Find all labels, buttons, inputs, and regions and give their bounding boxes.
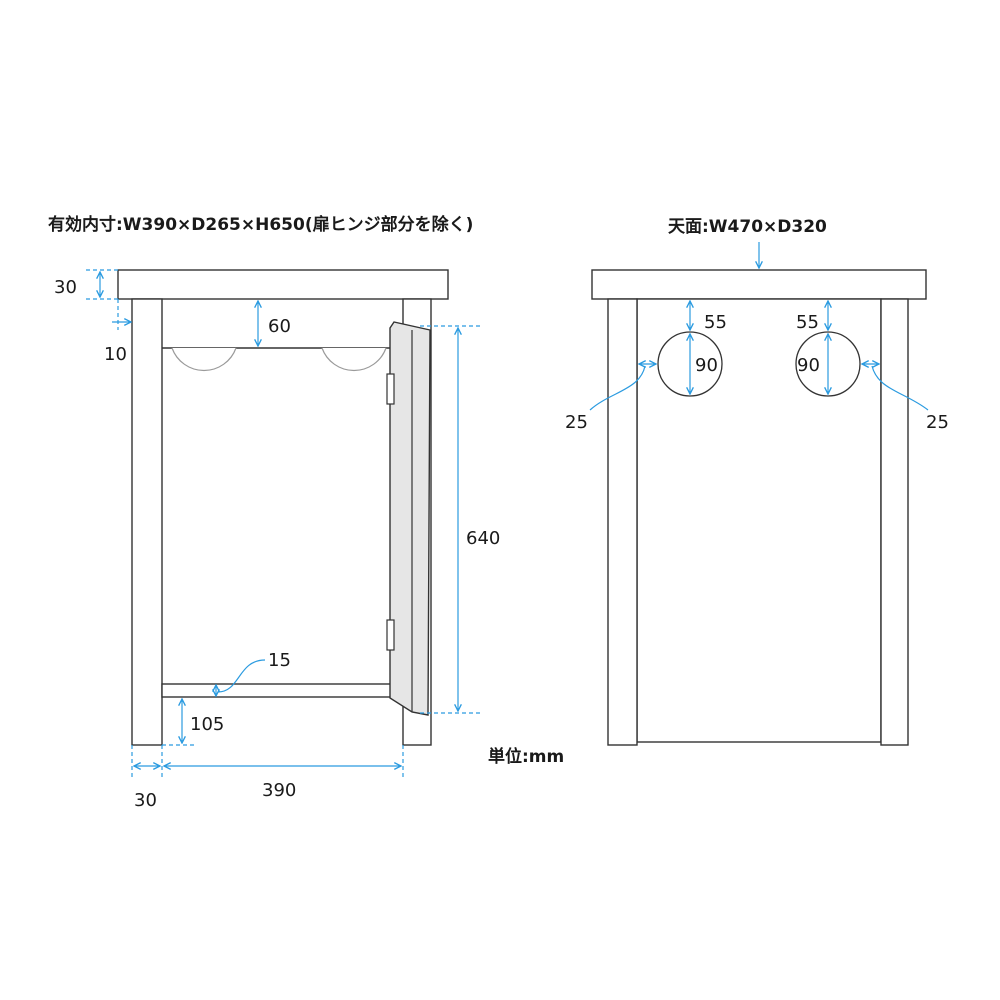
unit-note: 単位:mm [488, 746, 564, 767]
dim-floor-clearance-label: 105 [190, 714, 224, 735]
front-view-heading: 有効内寸:W390×D265×H650(扉ヒンジ部分を除く) [48, 214, 473, 235]
dim-top-gap-label: 60 [268, 316, 291, 337]
dim-hole-diam-left-label: 90 [695, 355, 718, 376]
upper-hinge [386, 373, 395, 405]
side-left-leg [607, 298, 638, 746]
dim-bottom-panel-label: 15 [268, 650, 291, 671]
dim-leg-width-label: 30 [134, 790, 157, 811]
front-bottom-panel [161, 683, 404, 698]
dim-hole-top-right-label: 55 [796, 312, 819, 333]
front-top-board [117, 269, 449, 300]
side-top-board [591, 269, 927, 300]
dim-hole-edge-left-label: 25 [565, 412, 588, 433]
dim-top-thickness-label: 30 [54, 277, 77, 298]
front-hole-right [321, 347, 387, 372]
dim-overhang-label: 10 [104, 344, 127, 365]
dim-hole-top-left-label: 55 [704, 312, 727, 333]
side-view-heading: 天面:W470×D320 [668, 217, 827, 237]
dim-hole-edge-right-label: 25 [926, 412, 949, 433]
dim-door-height-label: 640 [466, 528, 500, 549]
front-door [389, 321, 431, 716]
dim-hole-diam-right-label: 90 [797, 355, 820, 376]
side-right-leg [880, 298, 909, 746]
dim-bottom-panel-leader [217, 659, 266, 693]
dim-inner-width-label: 390 [262, 780, 296, 801]
front-left-leg [131, 298, 163, 746]
dim-hole-edge-left-leader [589, 365, 646, 411]
front-view: 有効内寸:W390×D265×H650(扉ヒンジ部分を除く) 30 10 60 [48, 214, 500, 811]
dim-hole-edge-right-leader [871, 365, 929, 411]
side-view: 天面:W470×D320 55 90 25 55 90 25 [565, 217, 949, 746]
front-hole-left [171, 347, 237, 372]
lower-hinge [386, 619, 395, 651]
